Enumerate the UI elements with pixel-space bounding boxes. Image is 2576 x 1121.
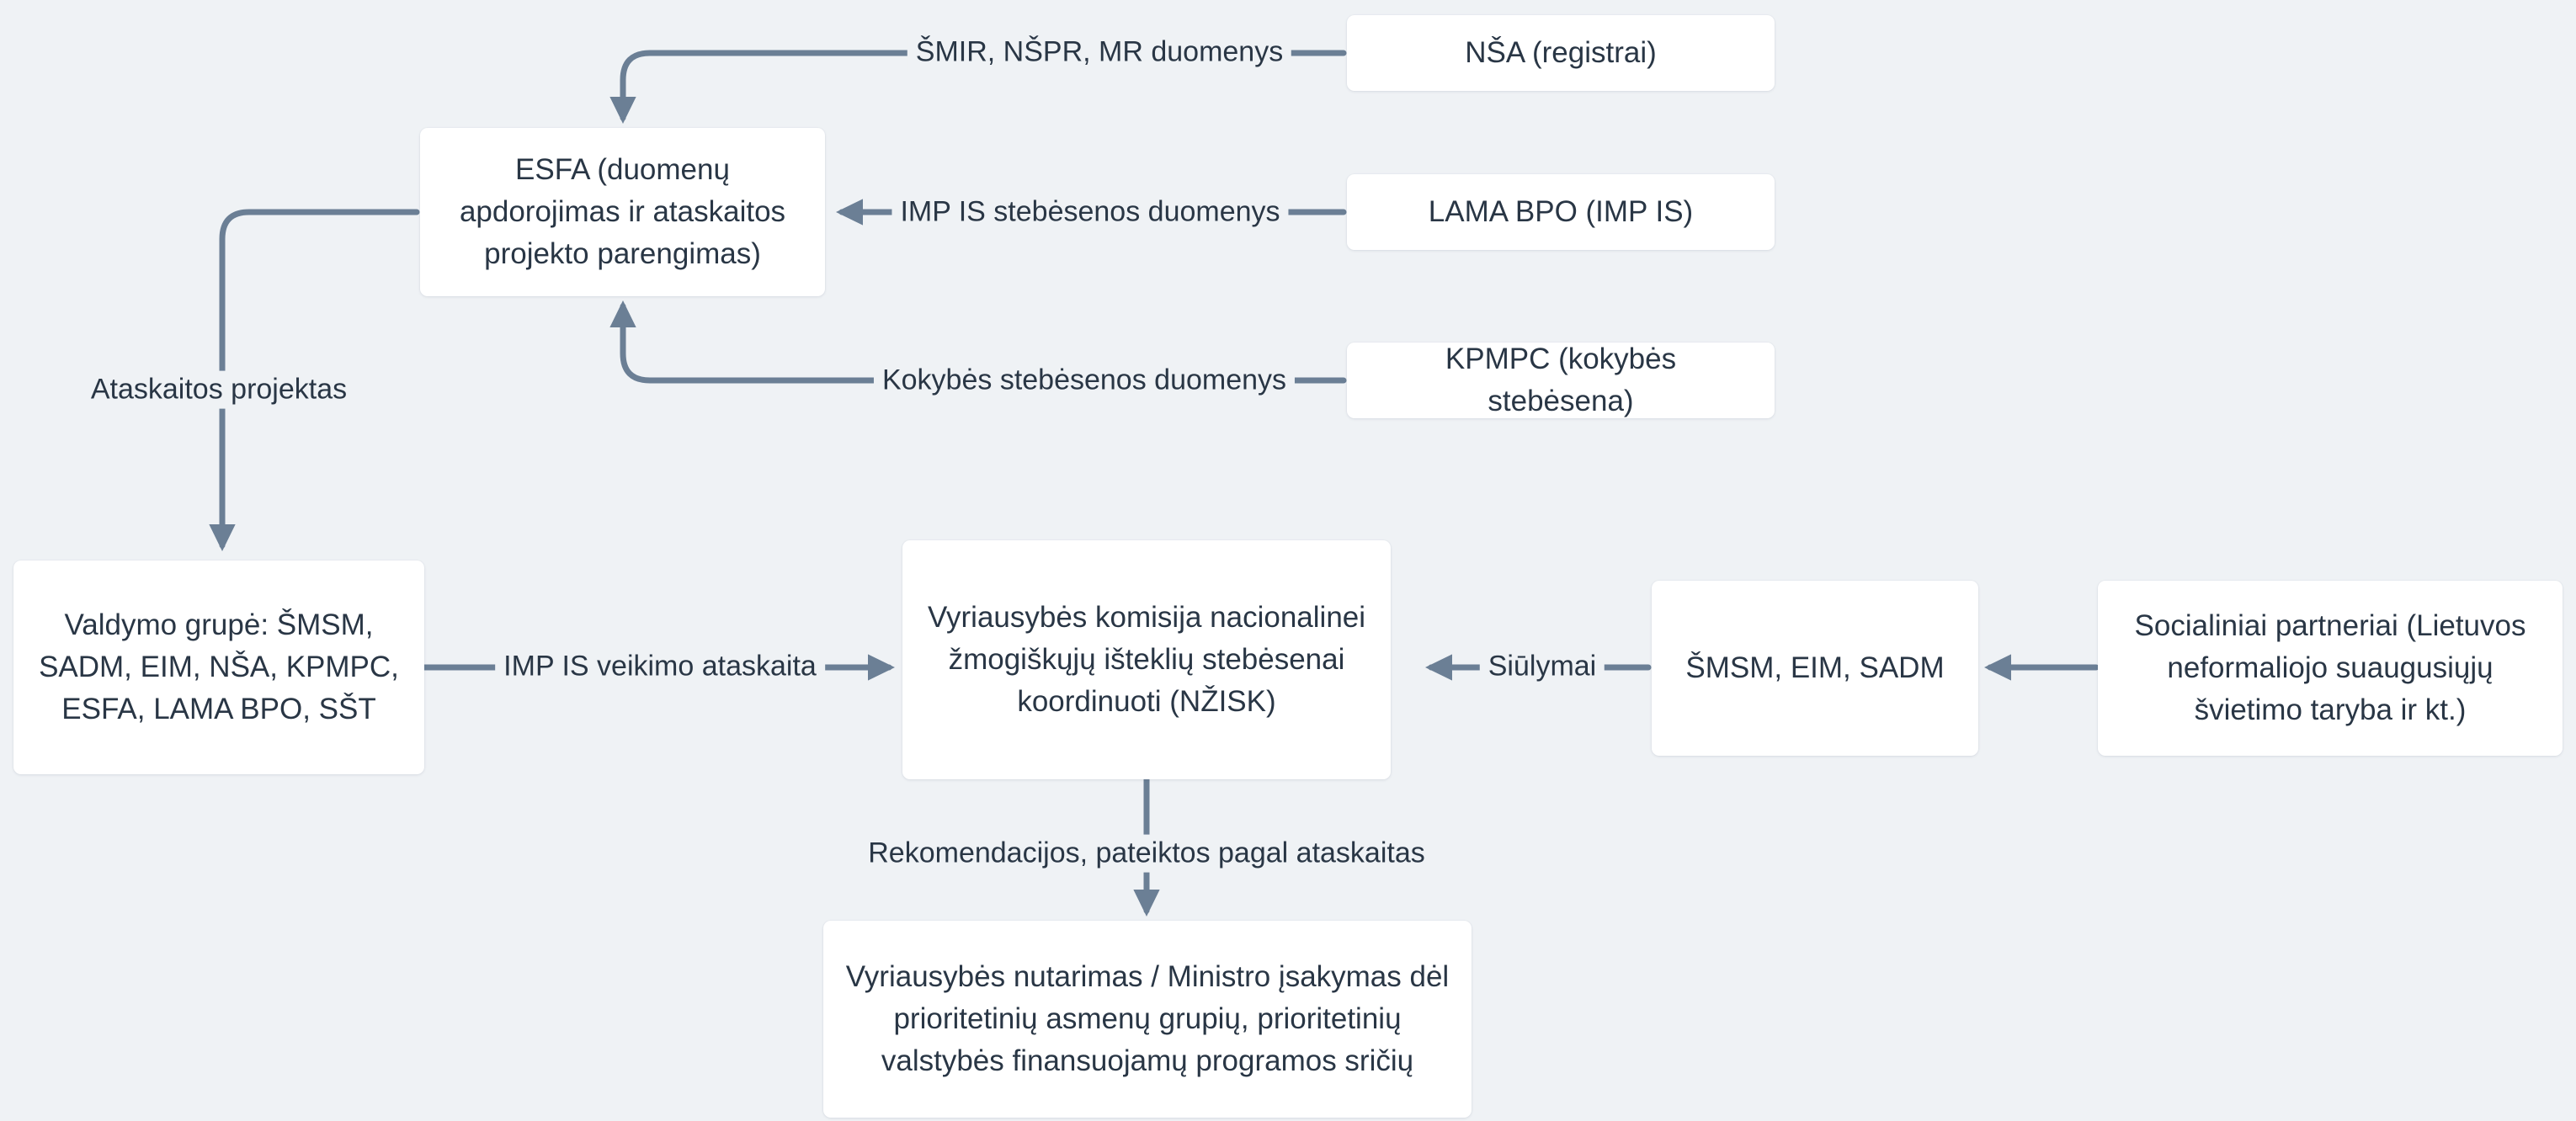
node-label-nsa: NŠA (registrai) bbox=[1465, 36, 1657, 70]
node-label-ministerijos: ŠMSM, EIM, SADM bbox=[1685, 651, 1945, 685]
edge-label-nsa-esfa: ŠMIR, NŠPR, MR duomenys bbox=[907, 33, 1292, 72]
node-lama-bpo[interactable]: LAMA BPO (IMP IS) bbox=[1347, 174, 1775, 250]
node-nutarimas[interactable]: Vyriausybės nutarimas / Ministro įsakyma… bbox=[823, 921, 1472, 1118]
node-label-kpmpc: KPMPC (kokybės stebėsena) bbox=[1445, 343, 1677, 417]
edge-path-esfa-valdymo bbox=[209, 209, 420, 552]
node-kpmpc[interactable]: KPMPC (kokybės stebėsena) bbox=[1347, 343, 1775, 418]
edge-path-nsa-esfa bbox=[609, 50, 1347, 125]
node-label-nutarimas: Vyriausybės nutarimas / Ministro įsakyma… bbox=[845, 960, 1450, 1077]
node-valdymo-grupe[interactable]: Valdymo grupė: ŠMSM, SADM, EIM, NŠA, KPM… bbox=[13, 560, 424, 774]
edge-label-valdymo-nzisk: IMP IS veikimo ataskaita bbox=[495, 647, 825, 686]
node-label-valdymo-grupe: Valdymo grupė: ŠMSM, SADM, EIM, NŠA, KPM… bbox=[39, 608, 399, 725]
edge-path-kpmpc-esfa bbox=[609, 300, 1347, 384]
node-nsa[interactable]: NŠA (registrai) bbox=[1347, 15, 1775, 91]
node-nzisk[interactable]: Vyriausybės komisija nacionalinei žmogiš… bbox=[902, 540, 1391, 779]
edge-label-lama-esfa: IMP IS stebėsenos duomenys bbox=[891, 193, 1289, 231]
node-ministerijos[interactable]: ŠMSM, EIM, SADM bbox=[1652, 581, 1978, 756]
node-socialiniai-partneriai[interactable]: Socialiniai partneriai (Lietuvos neforma… bbox=[2098, 581, 2563, 756]
edge-label-kpmpc-esfa: Kokybės stebėsenos duomenys bbox=[873, 361, 1296, 400]
edge-label-ministerijos-nzisk: Siūlymai bbox=[1479, 647, 1605, 686]
edge-label-esfa-valdymo: Ataskaitos projektas bbox=[82, 370, 356, 409]
node-esfa[interactable]: ESFA (duomenų apdorojimas ir ataskaitos … bbox=[420, 128, 825, 296]
node-label-socialiniai-partneriai: Socialiniai partneriai (Lietuvos neforma… bbox=[2134, 609, 2526, 726]
node-label-nzisk: Vyriausybės komisija nacionalinei žmogiš… bbox=[927, 601, 1366, 718]
node-label-esfa: ESFA (duomenų apdorojimas ir ataskaitos … bbox=[459, 153, 786, 270]
node-label-lama-bpo: LAMA BPO (IMP IS) bbox=[1428, 195, 1694, 229]
edge-label-nzisk-nutarimas: Rekomendacijos, pateiktos pagal ataskait… bbox=[860, 834, 1434, 873]
